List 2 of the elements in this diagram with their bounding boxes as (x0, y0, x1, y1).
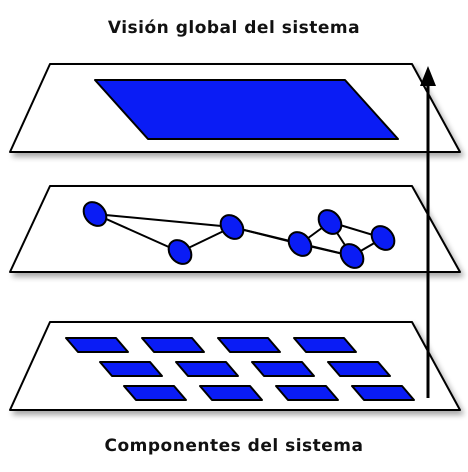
diagram-caption: Componentes del sistema (104, 436, 364, 456)
diagram-title: Visión global del sistema (106, 18, 362, 38)
